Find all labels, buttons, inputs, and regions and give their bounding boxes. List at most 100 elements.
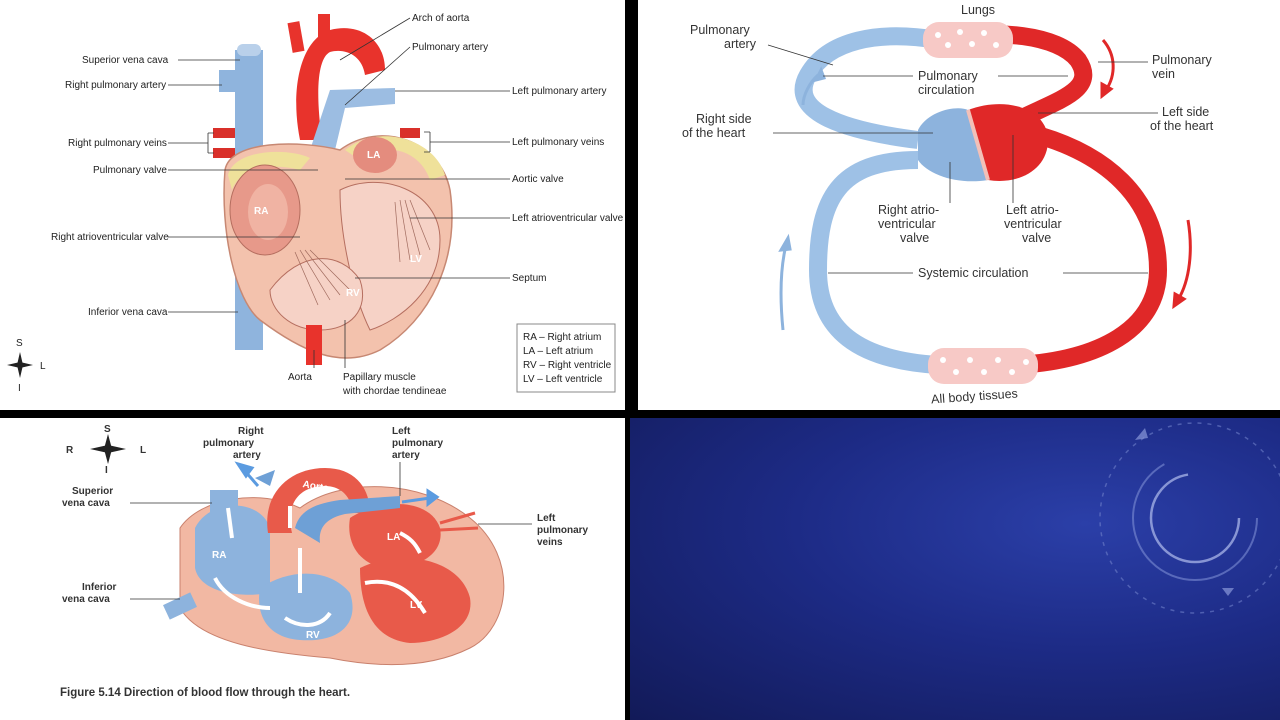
legend-box: [516, 323, 616, 393]
label-right-pulmonary-artery-1: Right: [238, 426, 264, 437]
label-ra: RA: [254, 206, 268, 217]
left-ventricle-shape: [339, 181, 441, 331]
label-pulmonary-vein-2: vein: [1152, 67, 1175, 81]
label-left-pulmonary-veins-2: pulmonary: [537, 525, 589, 536]
label-right-av-2: ventricular: [878, 217, 936, 231]
arrow-down-icon: [1222, 588, 1234, 596]
label-aorta: Aorta: [288, 372, 312, 383]
legend-rv: RV – Right ventricle: [523, 360, 612, 371]
label-right-pulmonary-veins: Right pulmonary veins: [68, 138, 167, 149]
lungs-capillaries: [923, 22, 1013, 58]
svg-text:L: L: [140, 445, 146, 456]
label-pulmonary-artery-2: artery: [724, 37, 757, 51]
label-left-side-2: of the heart: [1150, 119, 1214, 133]
label-pulmonary-valve: Pulmonary valve: [93, 165, 167, 176]
flow-arrow-left-top-icon: [801, 66, 826, 106]
flow-arrow-left-bottom-icon: [778, 233, 792, 331]
label-septum: Septum: [512, 273, 546, 284]
compass-icon: S R L I: [66, 424, 146, 476]
inner-ring-icon: [1149, 472, 1241, 564]
label-right-pulmonary-artery-2: pulmonary: [203, 438, 255, 449]
label-pulmonary-artery-1: Pulmonary: [690, 23, 750, 37]
flow-arrow-right-bottom-icon: [1172, 219, 1192, 310]
circulation-panel: Lungs Pulmonary artery Pulmonary circula…: [638, 0, 1280, 410]
label-pulmonary-circulation-1: Pulmonary: [918, 69, 978, 83]
rv-shape: [259, 573, 353, 641]
label-pulmonary-vein-1: Pulmonary: [1152, 53, 1212, 67]
label-right-side-1: Right side: [696, 112, 752, 126]
label-left-pulmonary-artery: Left pulmonary artery: [512, 86, 607, 97]
label-right-pulmonary-artery-3: artery: [233, 450, 261, 461]
label-left-av-1: Left atrio-: [1006, 203, 1059, 217]
aorta-shape: [267, 468, 370, 533]
heart-anatomy-panel: RA LA RV LV Superior vena cava Right pul…: [0, 0, 625, 410]
svg-text:R: R: [66, 445, 74, 456]
label-lv: LV: [410, 254, 422, 265]
heart-anatomy-diagram: RA LA RV LV Superior vena cava Right pul…: [7, 13, 624, 397]
label-superior-vena-cava-2: vena cava: [62, 498, 110, 509]
label-right-av-valve: Right atrioventricular valve: [51, 232, 169, 243]
label-papillary-1: Papillary muscle: [343, 372, 416, 383]
label-lv: LV: [410, 600, 422, 611]
svg-text:I: I: [18, 383, 21, 394]
label-rv: RV: [346, 288, 360, 299]
arrow-up-icon: [1135, 428, 1148, 440]
label-pulmonary-artery: Pulmonary artery: [412, 42, 488, 53]
label-systemic-circulation: Systemic circulation: [918, 266, 1028, 280]
figure-caption: Figure 5.14 Direction of blood flow thro…: [60, 687, 350, 699]
label-left-side-1: Left side: [1162, 105, 1209, 119]
label-la: LA: [387, 532, 400, 543]
label-right-av-3: valve: [900, 231, 929, 245]
label-left-av-2: ventricular: [1004, 217, 1062, 231]
label-inferior-vena-cava-1: Inferior: [82, 582, 117, 593]
label-superior-vena-cava: Superior vena cava: [82, 55, 169, 66]
label-ra: RA: [212, 550, 226, 561]
label-aortic-valve: Aortic valve: [512, 174, 564, 185]
pulmonary-artery-shape: [310, 88, 395, 150]
label-right-pulmonary-artery: Right pulmonary artery: [65, 80, 166, 91]
label-left-pulmonary-artery-2: pulmonary: [392, 438, 444, 449]
label-inferior-vena-cava: Inferior vena cava: [88, 307, 168, 318]
legend-ra: RA – Right atrium: [523, 332, 601, 343]
blood-flow-diagram: RA LA RV LV Aorta Right pulmonary artery…: [60, 424, 589, 699]
svg-text:L: L: [40, 361, 46, 372]
label-aorta: Aorta: [302, 479, 330, 494]
label-inferior-vena-cava-2: vena cava: [62, 594, 110, 605]
label-left-av-3: valve: [1022, 231, 1051, 245]
left-atrium-shape: [353, 137, 397, 173]
label-all-body-tissues: All body tissues: [931, 386, 1019, 406]
circulation-diagram: Lungs Pulmonary artery Pulmonary circula…: [682, 3, 1214, 406]
decorative-circles: [1099, 422, 1280, 614]
left-heart-shape: [968, 104, 1048, 181]
label-rv: RV: [306, 630, 320, 641]
label-lungs: Lungs: [961, 3, 995, 17]
label-right-av-1: Right atrio-: [878, 203, 939, 217]
slide-background-panel: [630, 418, 1280, 720]
right-ventricle-shape: [269, 258, 364, 331]
compass-icon: S L I: [7, 338, 46, 394]
label-left-pulmonary-artery-3: artery: [392, 450, 420, 461]
flow-arrows: [213, 506, 427, 627]
body-tissues-capillaries: [928, 348, 1038, 384]
label-left-pulmonary-veins-1: Left: [537, 513, 556, 524]
legend-lv: LV – Left ventricle: [523, 374, 603, 385]
label-arch-of-aorta: Arch of aorta: [412, 13, 470, 24]
legend-la: LA – Left atrium: [523, 346, 593, 357]
label-superior-vena-cava-1: Superior: [72, 486, 113, 497]
dashed-ring-icon: [1099, 422, 1280, 614]
svg-text:I: I: [105, 465, 108, 476]
blood-flow-panel: RA LA RV LV Aorta Right pulmonary artery…: [0, 418, 625, 720]
label-left-pulmonary-artery-1: Left: [392, 426, 411, 437]
label-left-pulmonary-veins-3: veins: [537, 537, 563, 548]
label-pulmonary-circulation-2: circulation: [918, 83, 974, 97]
solid-ring-icon: [1132, 455, 1258, 581]
label-la: LA: [367, 150, 380, 161]
flow-arrow-right-top-icon: [1100, 39, 1115, 100]
label-right-side-2: of the heart: [682, 126, 746, 140]
svg-text:S: S: [104, 424, 111, 435]
svg-text:S: S: [16, 338, 23, 349]
right-heart-shape: [918, 108, 988, 182]
label-left-pulmonary-veins: Left pulmonary veins: [512, 137, 604, 148]
label-left-av-valve: Left atrioventricular valve: [512, 213, 624, 224]
aortic-arch-shape: [296, 28, 385, 140]
